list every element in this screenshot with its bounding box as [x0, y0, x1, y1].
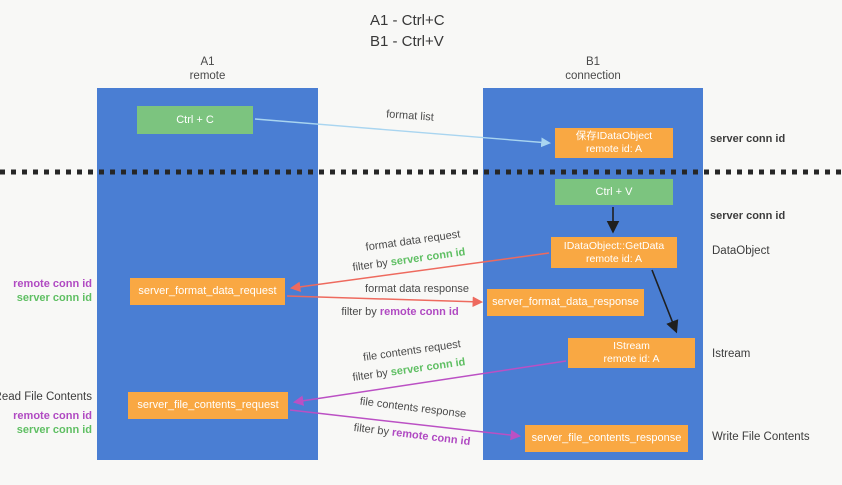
annotation-server-conn-id-top: server conn id	[710, 133, 786, 145]
label-server-conn-id-text: server conn id	[389, 246, 467, 269]
label-format-list: format list	[385, 108, 435, 124]
annotation-format-conn-ids: remote conn id server conn id	[13, 277, 92, 305]
lane-b1-subtitle: connection	[565, 70, 621, 82]
annotation-fmt-server-conn-id: server conn id	[16, 292, 92, 304]
lane-a1-subtitle: remote	[189, 70, 226, 82]
node-server-format-data-request: server_format_data_request	[130, 278, 285, 305]
node-save-idataobject: 保存IDataObject remote id: A	[555, 128, 673, 158]
annotation-fmt-remote-conn-id: remote conn id	[13, 278, 92, 290]
node-server-format-data-response-label: server_format_data_response	[492, 296, 639, 308]
label-remote-conn-id-text: remote conn id	[391, 426, 471, 449]
label-file-contents-response: file contents response	[359, 395, 467, 421]
node-idataobject-getdata-line1: IDataObject::GetData	[563, 239, 665, 252]
lane-header-b1: B1 connection	[483, 55, 703, 83]
node-ctrl-c-label: Ctrl + C	[176, 113, 214, 126]
node-istream: IStream remote id: A	[568, 338, 695, 368]
annotation-file-remote-conn-id: remote conn id	[13, 410, 92, 422]
node-ctrl-v: Ctrl + V	[555, 179, 673, 205]
node-server-file-contents-request-label: server_file_contents_request	[137, 399, 279, 411]
label-server-conn-id-text: server conn id	[389, 356, 467, 379]
annotation-server-conn-id-mid: server conn id	[710, 210, 786, 222]
node-server-format-data-request-label: server_format_data_request	[138, 285, 277, 297]
node-ctrl-c: Ctrl + C	[137, 106, 253, 134]
node-save-idataobject-line1: 保存IDataObject	[575, 130, 653, 142]
node-idataobject-getdata: IDataObject::GetData remote id: A	[551, 237, 677, 268]
title-line-2: B1 - Ctrl+V	[370, 33, 444, 50]
label-filter-by-remote-conn-1: filter by remote conn id	[320, 306, 480, 318]
label-filter-by-text: filter by	[353, 421, 390, 439]
label-filter-by-text: filter by	[341, 306, 377, 318]
node-server-file-contents-response-label: server_file_contents_response	[531, 432, 682, 444]
annotation-dataobject: DataObject	[712, 245, 770, 257]
annotation-istream: Istream	[712, 348, 751, 360]
label-filter-by-remote-conn-2: filter by remote conn id	[332, 419, 492, 450]
label-filter-by-text: filter by	[351, 257, 389, 274]
node-istream-line2: remote id: A	[603, 353, 660, 365]
node-istream-line1: IStream	[613, 340, 650, 352]
node-idataobject-getdata-line2: remote id: A	[585, 252, 643, 265]
lane-a1-name: A1	[200, 56, 215, 68]
annotation-write-file-contents: Write File Contents	[712, 431, 810, 443]
diagram-title: A1 - Ctrl+C B1 - Ctrl+V	[370, 10, 445, 52]
label-format-data-response: format data response	[365, 283, 469, 295]
node-save-idataobject-line2: remote id: A	[585, 143, 643, 155]
label-remote-conn-id-text: remote conn id	[379, 306, 459, 318]
annotation-read-file-contents: Read File Contents	[0, 391, 92, 403]
node-server-file-contents-response: server_file_contents_response	[525, 425, 688, 452]
lane-header-a1: A1 remote	[97, 55, 318, 83]
title-line-1: A1 - Ctrl+C	[370, 12, 445, 29]
annotation-file-server-conn-id: server conn id	[16, 424, 92, 436]
node-server-format-data-response: server_format_data_response	[487, 289, 644, 316]
lane-b1-name: B1	[585, 56, 601, 68]
node-ctrl-v-label: Ctrl + V	[595, 185, 633, 198]
node-server-file-contents-request: server_file_contents_request	[128, 392, 288, 419]
annotation-file-conn-ids: remote conn id server conn id	[13, 409, 92, 437]
label-filter-by-text: filter by	[351, 367, 389, 384]
